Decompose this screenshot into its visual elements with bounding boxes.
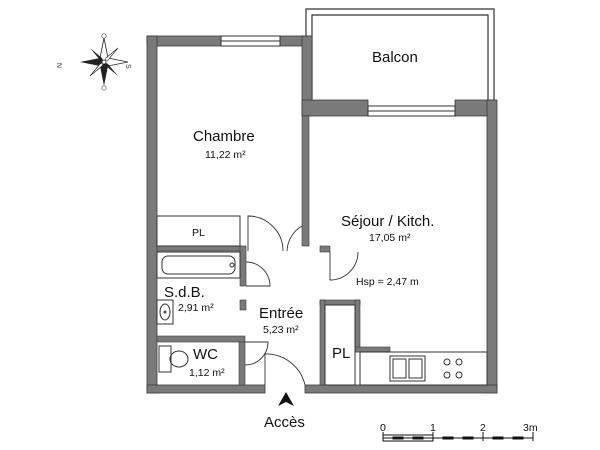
ceiling-height: Hsp = 2,47 m — [356, 276, 419, 288]
washbasin-icon — [156, 299, 174, 325]
scale-tick-2: 2 — [480, 422, 486, 434]
access-arrow-icon — [278, 392, 294, 406]
compass-rose-icon — [80, 33, 129, 91]
bedroom-window — [220, 35, 281, 47]
scale-tick-0: 0 — [380, 422, 386, 434]
exterior-walls — [146, 35, 498, 394]
toilet-icon — [158, 345, 189, 373]
access-label: Accès — [264, 414, 305, 431]
interior-walls — [156, 115, 391, 386]
room-name-balcon: Balcon — [372, 49, 418, 66]
closet-label-hall: PL — [332, 345, 350, 362]
balcony-window — [367, 105, 456, 117]
door-swings — [244, 215, 359, 386]
room-name-wc: WC — [193, 346, 218, 363]
hall-closet — [324, 304, 356, 386]
bedroom-closet — [156, 215, 241, 247]
room-area-sdb: 2,91 m² — [178, 302, 214, 314]
scale-tick-1: 1 — [430, 422, 436, 434]
room-name-chambre: Chambre — [193, 128, 255, 145]
room-area-entree: 5,23 m² — [263, 324, 299, 336]
room-area-chambre: 11,22 m² — [205, 149, 246, 161]
scale-bar — [382, 432, 534, 442]
closet-label-bedroom: PL — [192, 227, 205, 239]
room-area-wc: 1,12 m² — [189, 367, 225, 379]
kitchen-counter — [359, 351, 488, 386]
room-name-sdb: S.d.B. — [164, 284, 205, 301]
bathtub-icon — [156, 251, 241, 279]
scale-tick-3: 3m — [523, 422, 538, 434]
room-name-entree: Entrée — [259, 305, 303, 322]
compass-north-label: N — [57, 63, 64, 68]
compass-south-label: S — [124, 64, 131, 69]
room-name-sejour: Séjour / Kitch. — [341, 213, 434, 230]
room-area-sejour: 17,05 m² — [369, 232, 411, 244]
